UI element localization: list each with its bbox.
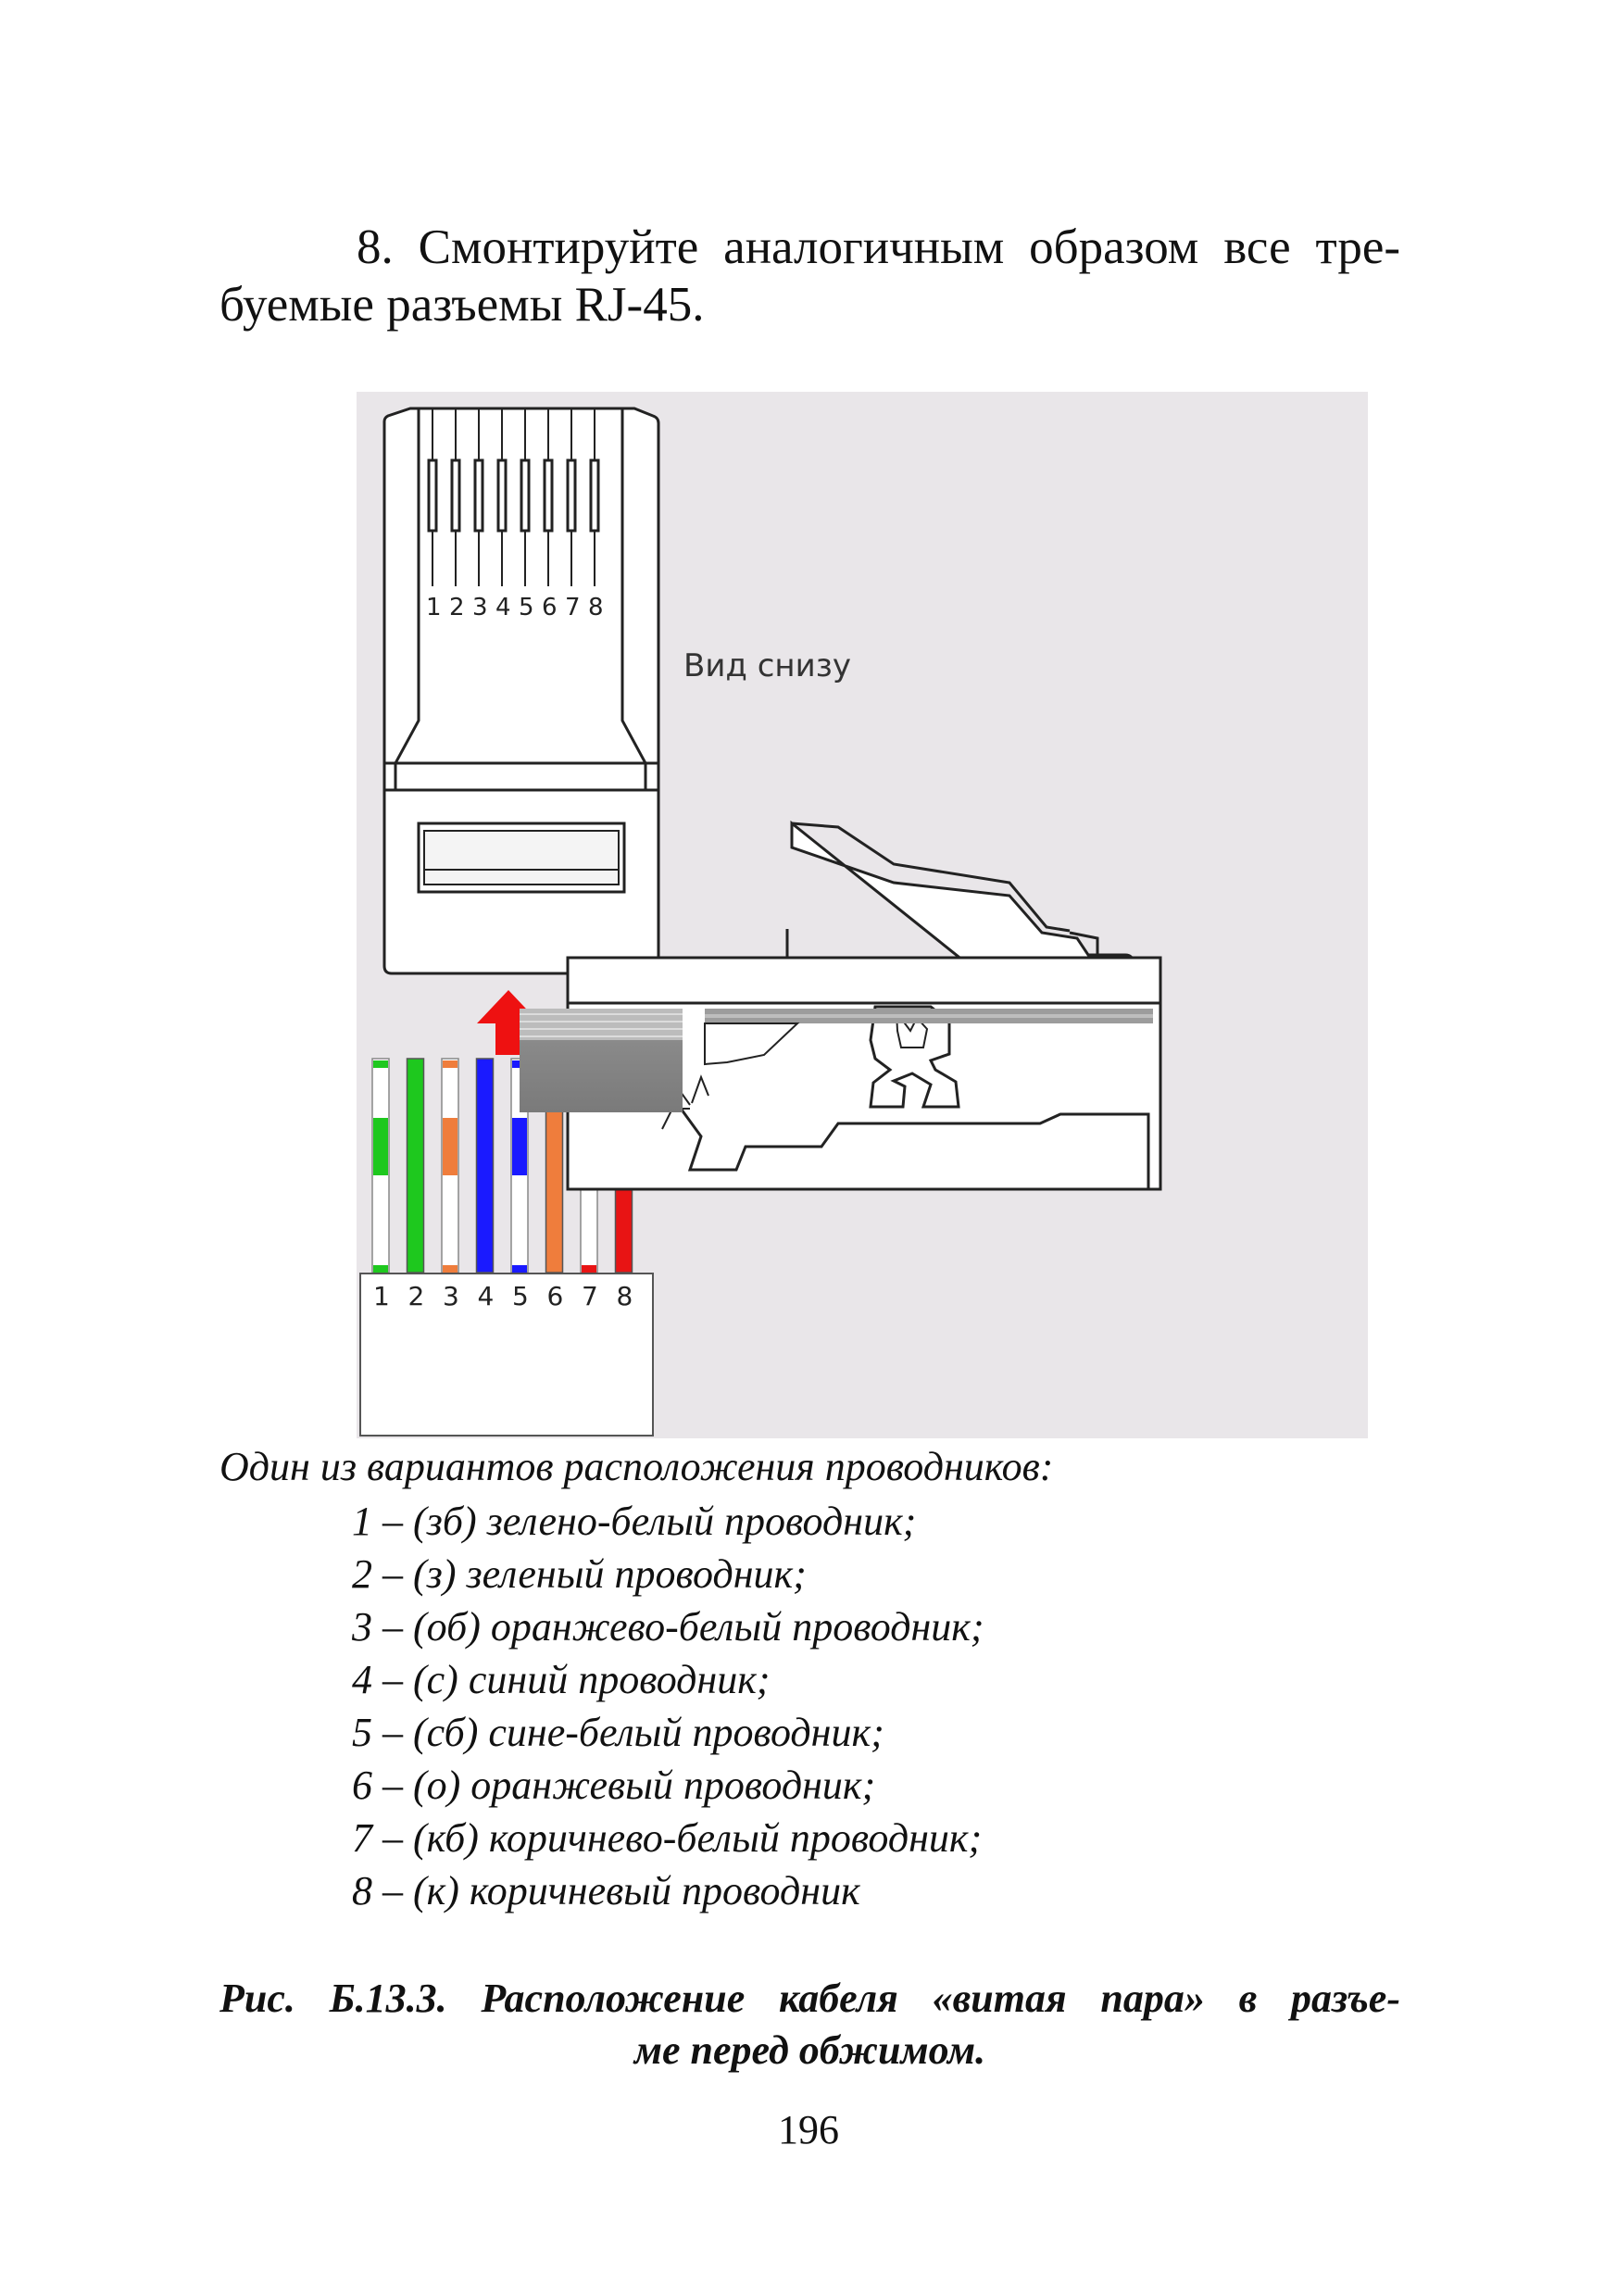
wire-number: 2 <box>408 1281 425 1311</box>
wire-list-item: 8 – (к) коричневый проводник <box>352 1868 860 1913</box>
wire-list-item: 1 – (зб) зелено-белый проводник; <box>352 1499 917 1544</box>
step-8-line-1: 8. Смонтируйте аналогичным образом все т… <box>357 220 1400 274</box>
wire-list-item: 5 – (сб) сине-белый проводник; <box>352 1710 884 1755</box>
pin-number: 6 <box>542 594 558 621</box>
wire-list: 1 – (зб) зелено-белый проводник; 2 – (з)… <box>352 1495 984 1917</box>
pin-number: 8 <box>588 594 604 621</box>
wire-number: 3 <box>443 1281 459 1311</box>
cable-jacket <box>359 1273 654 1437</box>
wire-number: 7 <box>582 1281 598 1311</box>
figure-caption-line-2: ме перед обжимом. <box>633 2027 986 2073</box>
side-wire-bundle <box>520 1009 1153 1112</box>
wire-number: 4 <box>478 1281 495 1311</box>
step-8-line-2: буемые разъемы RJ-45. <box>219 278 705 332</box>
pin-contact <box>520 458 531 533</box>
connector-bottom-view <box>382 407 660 975</box>
wire-4 <box>475 1058 495 1273</box>
wire-list-item: 4 – (с) синий проводник; <box>352 1657 771 1702</box>
figure-caption-line-1: Рис. Б.13.3. Расположение кабеля «витая … <box>219 1976 1400 2021</box>
wire-1 <box>371 1058 390 1273</box>
wire-list-intro: Один из вариантов расположения проводник… <box>219 1444 1054 1489</box>
insert-arrow-icon <box>477 990 540 1055</box>
wire-number: 5 <box>512 1281 529 1311</box>
page-number: 196 <box>778 2107 839 2152</box>
wire-number: 8 <box>617 1281 633 1311</box>
step-8-paragraph: 8. Смонтируйте аналогичным образом все т… <box>219 219 1400 333</box>
pin-number: 7 <box>565 594 581 621</box>
pin-contact <box>543 458 554 533</box>
pin-number: 3 <box>472 594 488 621</box>
pin-number: 2 <box>449 594 465 621</box>
pin-contact <box>427 458 438 533</box>
connector-side-view <box>566 820 1162 1191</box>
pin-contact <box>566 458 577 533</box>
wire-number: 1 <box>373 1281 390 1311</box>
connector-pins <box>427 408 600 586</box>
pin-number: 5 <box>519 594 534 621</box>
wire-3 <box>441 1058 459 1273</box>
pin-contact <box>496 458 508 533</box>
wire-list-item: 3 – (об) оранжево-белый проводник; <box>352 1604 984 1650</box>
wire-number: 6 <box>547 1281 564 1311</box>
wire-list-item: 6 – (о) оранжевый проводник; <box>352 1763 876 1808</box>
pin-contact <box>450 458 461 533</box>
view-label: Вид снизу <box>683 647 851 684</box>
figure-caption: Рис. Б.13.3. Расположение кабеля «витая … <box>219 1973 1400 2076</box>
pin-contact <box>473 458 484 533</box>
wire-list-item: 7 – (кб) коричнево-белый проводник; <box>352 1815 983 1861</box>
wire-2 <box>406 1058 425 1273</box>
pin-number: 1 <box>426 594 442 621</box>
wire-list-item: 2 – (з) зеленый проводник; <box>352 1551 807 1597</box>
pin-number: 4 <box>495 594 511 621</box>
pin-contact <box>589 458 600 533</box>
